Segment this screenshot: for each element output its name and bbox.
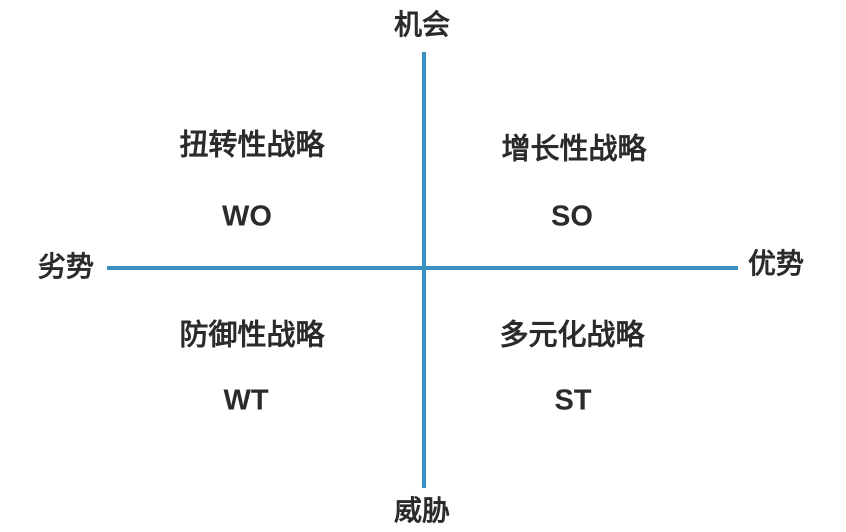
axis-label-strength: 优势: [747, 247, 805, 280]
quadrant-code-so: SO: [551, 200, 593, 233]
quadrant-title-st: 多元化战略: [499, 317, 645, 352]
axis-label-opportunity: 机会: [393, 8, 451, 41]
horizontal-axis-line: [107, 266, 738, 270]
vertical-axis-line: [422, 52, 426, 488]
quadrant-code-wo: WO: [222, 200, 272, 233]
quadrant-code-st: ST: [554, 384, 592, 417]
quadrant-code-wt: WT: [223, 384, 269, 417]
quadrant-title-so: 增长性战略: [501, 131, 647, 166]
axis-label-threat: 威胁: [393, 494, 451, 527]
quadrant-title-wo: 扭转性战略: [179, 127, 325, 162]
quadrant-title-wt: 防御性战略: [179, 317, 325, 352]
axis-label-weakness: 劣势: [37, 250, 95, 283]
